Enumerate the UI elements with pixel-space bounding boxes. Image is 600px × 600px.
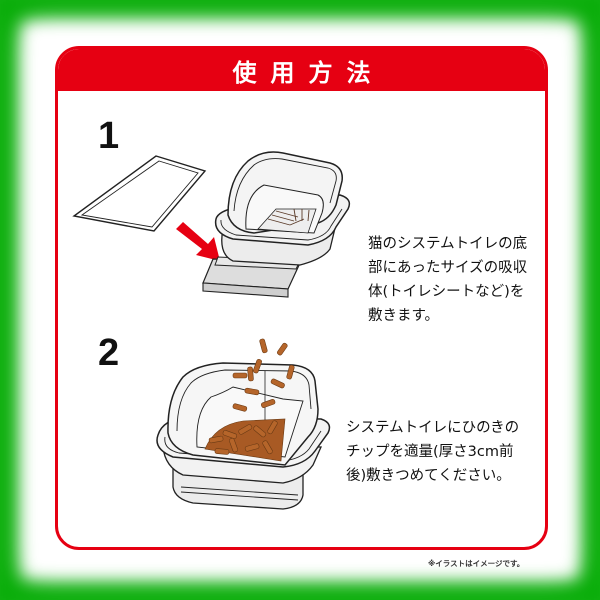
step-1-number: 1 [98, 115, 120, 157]
step-2-line-2: チップを適量(厚さ3cm前 [346, 444, 514, 460]
step-1-line-3: 体(トイレシートなど)を [368, 284, 525, 300]
step-2-line-1: システムトイレにひのきの [346, 420, 520, 436]
litter-box-with-sheet-tray-icon [72, 151, 351, 298]
step-1-description: 猫のシステムトイレの底 部にあったサイズの吸収 体(トイレシートなど)を 敷きま… [368, 232, 527, 328]
card-header: 使用方法 [58, 49, 545, 91]
step-1-line-4: 敷きます。 [368, 308, 440, 324]
step-2-line-3: 後)敷きつめてください。 [346, 468, 511, 484]
litter-box-with-wood-chips-icon [156, 338, 331, 510]
arrow-icon [176, 222, 220, 261]
step-1-line-2: 部にあったサイズの吸収 [368, 260, 528, 276]
wood-chips [204, 418, 286, 462]
step-1-line-1: 猫のシステムトイレの底 [368, 236, 528, 252]
instructions-card: 使用方法 1 [55, 46, 548, 550]
falling-chips [232, 338, 295, 412]
step-2-description: システムトイレにひのきの チップを適量(厚さ3cm前 後)敷きつめてください。 [346, 416, 519, 488]
footnote: ※イラストはイメージです。 [428, 559, 525, 568]
page-title: 使用方法 [232, 58, 385, 87]
step-2-number: 2 [98, 332, 120, 374]
